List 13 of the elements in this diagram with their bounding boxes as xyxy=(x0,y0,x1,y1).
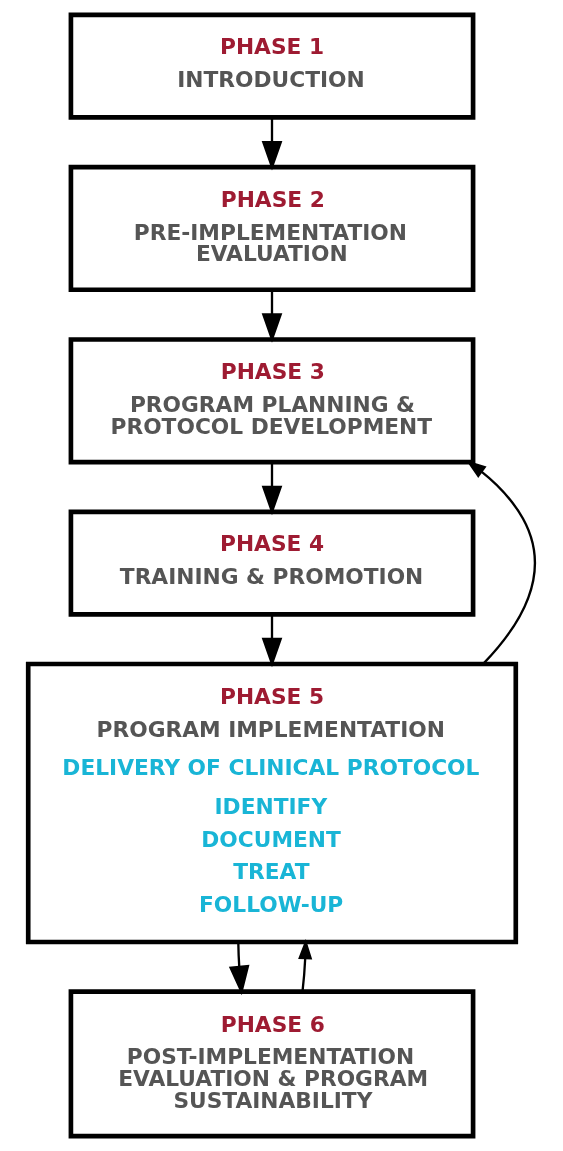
node-box: PHASE 4 TRAINING & PROMOTION xyxy=(68,509,475,617)
arrow xyxy=(261,614,282,668)
node-box: PHASE 6 POST-IMPLEMENTATION EVALUATION & PROGRAM SUSTAINABILITY xyxy=(68,989,475,1139)
arrow xyxy=(261,462,282,516)
node-box: PHASE 5 PROGRAM IMPLEMENTATION DELIVERY OF CLINICAL PROTOCOL IDENTIFY DOCUMENT TREAT FOLLOW-UP xyxy=(25,661,518,945)
arrow xyxy=(465,460,536,665)
node-box: PHASE 2 PRE-IMPLEMENTATION EVALUATION xyxy=(68,164,475,293)
node-box: PHASE 1 INTRODUCTION xyxy=(68,12,475,120)
node-box: PHASE 3 PROGRAM PLANNING & PROTOCOL DEVELOPMENT xyxy=(68,337,475,465)
arrow xyxy=(228,942,249,996)
arrow xyxy=(297,938,312,992)
arrow xyxy=(261,290,282,343)
arrow xyxy=(261,117,282,171)
